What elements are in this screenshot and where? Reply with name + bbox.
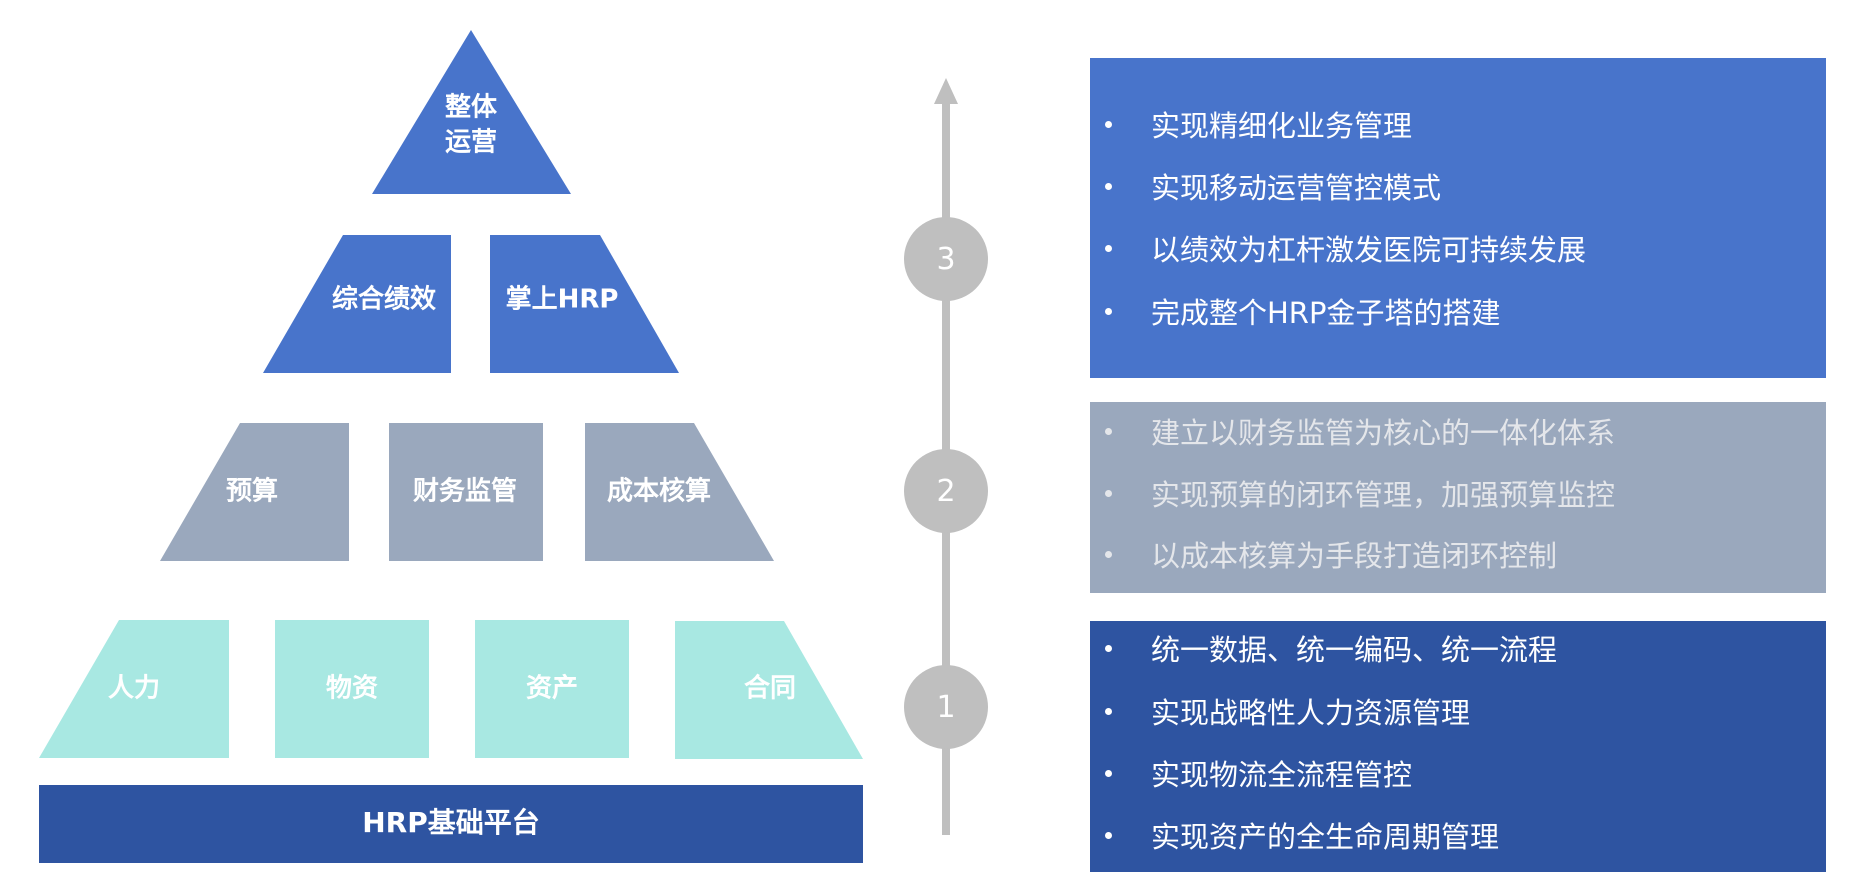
stage-2-panel: 建立以财务监管为核心的一体化体系 实现预算的闭环管理，加强预算监控 以成本核算为…	[1090, 402, 1826, 593]
label-performance: 综合绩效	[332, 284, 436, 315]
list-item: 实现预算的闭环管理，加强预算监控	[1090, 473, 1826, 513]
item-text: 实现精细化业务管理	[1151, 109, 1413, 143]
bullet-icon	[1105, 831, 1112, 839]
block-contracts	[675, 621, 863, 759]
label-hr: 人力	[108, 674, 160, 704]
block-hr	[39, 620, 229, 758]
item-text: 以绩效为杠杆激发医院可持续发展	[1151, 233, 1587, 267]
list-item: 实现资产的全生命周期管理	[1090, 815, 1826, 855]
label-cost: 成本核算	[607, 476, 711, 507]
item-text: 完成整个HRP金子塔的搭建	[1151, 296, 1501, 330]
label-assets: 资产	[526, 674, 578, 704]
item-text: 以成本核算为手段打造闭环控制	[1151, 539, 1558, 573]
item-text: 实现物流全流程管控	[1151, 758, 1413, 792]
label-finance: 财务监管	[413, 477, 517, 507]
stage-1-panel: 统一数据、统一编码、统一流程 实现战略性人力资源管理 实现物流全流程管控 实现资…	[1090, 621, 1826, 872]
block-performance	[263, 235, 451, 373]
list-item: 实现精细化业务管理	[1090, 104, 1826, 144]
block-budget	[160, 423, 349, 561]
block-cost	[585, 423, 774, 561]
timeline-arrow-icon	[934, 78, 958, 104]
item-text: 统一数据、统一编码、统一流程	[1151, 633, 1558, 667]
item-text: 实现预算的闭环管理，加强预算监控	[1151, 478, 1616, 512]
list-item: 完成整个HRP金子塔的搭建	[1090, 291, 1826, 331]
block-materials	[275, 620, 429, 758]
list-item: 实现移动运营管控模式	[1090, 166, 1826, 206]
list-item: 统一数据、统一编码、统一流程	[1090, 628, 1826, 668]
bullet-icon	[1105, 427, 1112, 435]
block-finance	[389, 423, 543, 561]
item-text: 建立以财务监管为核心的一体化体系	[1151, 416, 1616, 450]
label-contracts: 合同	[744, 673, 796, 704]
step-1-circle: 1	[904, 665, 988, 749]
base-platform	[39, 785, 863, 863]
list-item: 实现物流全流程管控	[1090, 753, 1826, 793]
bullet-icon	[1105, 707, 1112, 715]
block-assets	[475, 620, 629, 758]
item-text: 实现移动运营管控模式	[1151, 171, 1442, 205]
list-item: 建立以财务监管为核心的一体化体系	[1090, 411, 1826, 451]
bullet-icon	[1105, 644, 1112, 652]
list-item: 实现战略性人力资源管理	[1090, 691, 1826, 731]
stage-3-panel: 实现精细化业务管理 实现移动运营管控模式 以绩效为杠杆激发医院可持续发展 完成整…	[1090, 58, 1826, 378]
bullet-icon	[1105, 550, 1112, 558]
step-3-circle: 3	[904, 217, 988, 301]
label-materials: 物资	[326, 674, 378, 704]
item-text: 实现战略性人力资源管理	[1151, 696, 1471, 730]
bullet-icon	[1105, 769, 1112, 777]
item-text: 实现资产的全生命周期管理	[1151, 820, 1500, 854]
pyramid-apex	[372, 30, 571, 194]
list-item: 以绩效为杠杆激发医院可持续发展	[1090, 228, 1826, 268]
label-base-platform: HRP基础平台	[362, 806, 540, 839]
label-budget: 预算	[226, 476, 278, 507]
apex-label-1: 整体	[445, 92, 498, 123]
block-mobile-hrp	[490, 235, 679, 373]
bullet-icon	[1105, 307, 1112, 315]
list-item: 以成本核算为手段打造闭环控制	[1090, 534, 1826, 574]
apex-label-2: 运营	[445, 128, 497, 158]
bullet-icon	[1105, 244, 1112, 252]
bullet-icon	[1105, 489, 1112, 497]
bullet-icon	[1105, 120, 1112, 128]
step-2-circle: 2	[904, 449, 988, 533]
bullet-icon	[1105, 182, 1112, 190]
label-mobile-hrp: 掌上HRP	[506, 285, 619, 315]
